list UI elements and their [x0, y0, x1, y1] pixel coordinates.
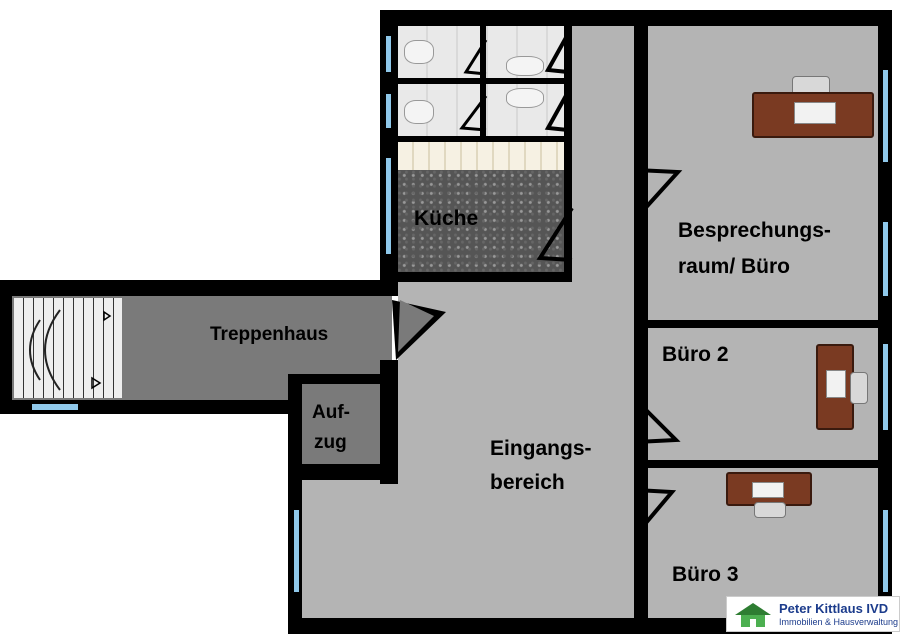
bathroom-wall-divider	[480, 26, 486, 138]
toilet-top	[404, 40, 434, 64]
outer-wall-left-upper	[380, 10, 398, 296]
besprechung-floor	[648, 26, 878, 322]
toilet-bottom	[404, 100, 434, 124]
desk-besprechung	[752, 92, 874, 138]
room-label-aufzug-1: Auf-	[312, 402, 350, 423]
elevator-floor	[302, 384, 380, 464]
window-besprechung-1	[883, 70, 888, 162]
window-buero2	[883, 344, 888, 430]
window-buero3	[883, 510, 888, 592]
elevator-wall-left	[288, 374, 302, 484]
room-label-buero2: Büro 2	[662, 343, 729, 366]
stairwell-wall-top	[0, 280, 398, 296]
chair-buero2	[850, 372, 868, 404]
stairwell-wall-bottom	[0, 400, 290, 414]
window-stairwell	[32, 404, 78, 410]
outer-wall-top	[380, 10, 892, 26]
papers-besprechung	[794, 102, 836, 124]
sink-bottom	[506, 88, 544, 108]
elevator-wall-bottom	[288, 464, 398, 480]
house-logo-icon	[735, 603, 771, 627]
stairwell-wall-left	[0, 280, 12, 414]
room-label-eingang-2: bereich	[490, 471, 565, 494]
entrance-floor	[302, 480, 642, 618]
papers-buero3	[752, 482, 784, 498]
window-bath-top	[386, 36, 391, 72]
logo-subtitle: Immobilien & Hausverwaltung	[779, 617, 899, 627]
logo-name: Peter Kittlaus IVD	[779, 601, 889, 616]
company-logo: Peter Kittlaus IVD Immobilien & Hausverw…	[726, 596, 900, 632]
elevator-wall-top	[288, 374, 388, 384]
kitchen-wall-right	[564, 26, 572, 280]
kitchen-wall-bottom	[380, 272, 572, 282]
room-label-eingang-1: Eingangs-	[490, 437, 592, 460]
window-entrance	[294, 510, 299, 592]
window-bath-bottom	[386, 94, 391, 128]
chair-buero3	[754, 502, 786, 518]
sink-top	[506, 56, 544, 76]
room-label-kueche: Küche	[414, 207, 479, 230]
papers-buero2	[826, 370, 846, 398]
window-besprechung-2	[883, 222, 888, 296]
bathroom-wall-bottom	[398, 136, 568, 142]
elevator-wall-right	[380, 360, 398, 484]
window-kitchen	[386, 158, 391, 254]
room-label-besprechung-2: raum/ Büro	[678, 255, 791, 278]
room-label-buero3: Büro 3	[672, 563, 739, 586]
kitchen-floor	[398, 170, 564, 272]
office-wall-mid2	[634, 460, 892, 468]
room-label-treppenhaus: Treppenhaus	[210, 324, 329, 345]
kitchen-counter	[398, 142, 564, 170]
room-label-aufzug-2: zug	[314, 432, 347, 453]
office-wall-mid1	[634, 320, 892, 328]
room-label-besprechung-1: Besprechungs-	[678, 219, 831, 242]
